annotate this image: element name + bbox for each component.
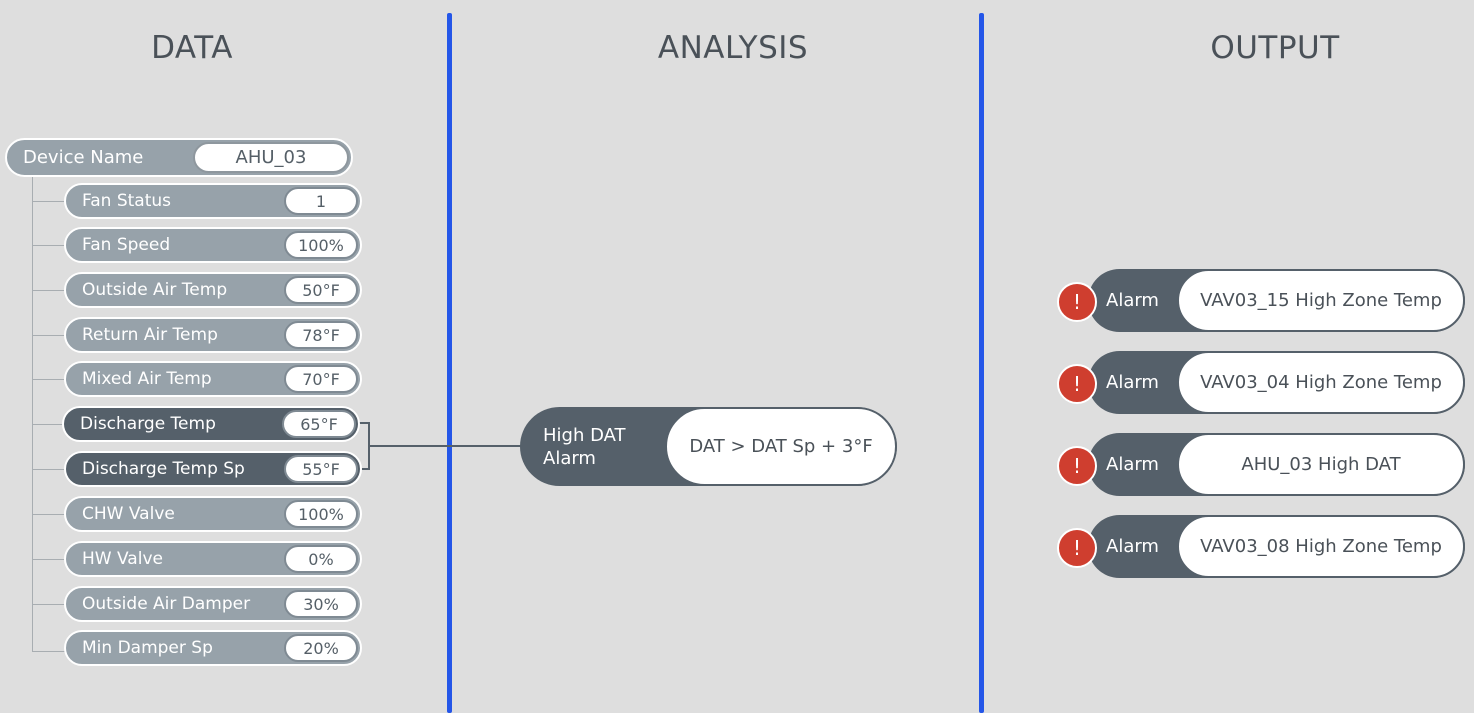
alarm-message: VAV03_08 High Zone Temp	[1177, 515, 1465, 578]
alarm-item[interactable]: Alarm VAV03_08 High Zone Temp	[1088, 515, 1465, 578]
point-hw-valve[interactable]: HW Valve 0%	[64, 541, 362, 577]
point-fan-speed[interactable]: Fan Speed 100%	[64, 227, 362, 263]
point-value: 55°F	[284, 455, 358, 483]
tree-branch-line	[32, 379, 65, 380]
data-to-analysis-connector	[357, 422, 523, 470]
point-value: 65°F	[282, 410, 356, 438]
point-value: 50°F	[284, 276, 358, 304]
analysis-rule-expression: DAT > DAT Sp + 3°F	[665, 407, 897, 486]
point-label: Outside Air Damper	[82, 594, 251, 614]
column-title-output: OUTPUT	[1210, 30, 1340, 66]
point-label: Min Damper Sp	[82, 638, 213, 658]
point-label: Discharge Temp	[80, 414, 216, 434]
point-value: 0%	[284, 545, 358, 573]
point-value: 1	[284, 187, 358, 215]
tree-trunk-line	[32, 176, 33, 652]
alarm-label: Alarm	[1106, 454, 1159, 475]
point-value: 70°F	[284, 365, 358, 393]
exclamation-icon: !	[1057, 528, 1097, 568]
exclamation-icon: !	[1057, 364, 1097, 404]
tree-branch-line	[32, 335, 65, 336]
tree-branch-line	[32, 604, 65, 605]
point-label: Fan Status	[82, 191, 171, 211]
point-chw-valve[interactable]: CHW Valve 100%	[64, 496, 362, 532]
point-return-air-temp[interactable]: Return Air Temp 78°F	[64, 317, 362, 353]
point-label: Mixed Air Temp	[82, 369, 212, 389]
tree-branch-line	[32, 290, 65, 291]
tree-branch-line	[32, 201, 65, 202]
device-name-label: Device Name	[23, 147, 144, 168]
alarm-item[interactable]: Alarm VAV03_04 High Zone Temp	[1088, 351, 1465, 414]
point-discharge-temp-sp[interactable]: Discharge Temp Sp 55°F	[64, 451, 362, 487]
point-value: 100%	[284, 500, 358, 528]
point-discharge-temp[interactable]: Discharge Temp 65°F	[62, 406, 360, 442]
tree-branch-line	[32, 651, 65, 652]
alarm-item[interactable]: Alarm VAV03_15 High Zone Temp	[1088, 269, 1465, 332]
alarm-message: VAV03_04 High Zone Temp	[1177, 351, 1465, 414]
column-title-data: DATA	[151, 30, 233, 66]
alarm-message: AHU_03 High DAT	[1177, 433, 1465, 496]
exclamation-icon: !	[1057, 446, 1097, 486]
tree-branch-line	[32, 469, 65, 470]
column-divider-right	[979, 13, 984, 713]
point-fan-status[interactable]: Fan Status 1	[64, 183, 362, 219]
point-value: 30%	[284, 590, 358, 618]
point-outside-air-damper[interactable]: Outside Air Damper 30%	[64, 586, 362, 622]
device-name-value: AHU_03	[193, 142, 349, 173]
point-value: 20%	[284, 634, 358, 662]
alarm-label: Alarm	[1106, 290, 1159, 311]
alarm-item[interactable]: Alarm AHU_03 High DAT	[1088, 433, 1465, 496]
device-name-pill[interactable]: Device Name AHU_03	[5, 138, 353, 177]
tree-branch-line	[32, 514, 65, 515]
point-label: Discharge Temp Sp	[82, 459, 245, 479]
point-mixed-air-temp[interactable]: Mixed Air Temp 70°F	[64, 361, 362, 397]
point-value: 100%	[284, 231, 358, 259]
point-label: HW Valve	[82, 549, 163, 569]
tree-branch-line	[32, 559, 65, 560]
point-min-damper-sp[interactable]: Min Damper Sp 20%	[64, 630, 362, 666]
alarm-message: VAV03_15 High Zone Temp	[1177, 269, 1465, 332]
point-value: 78°F	[284, 321, 358, 349]
analysis-rule-label: High DAT Alarm	[543, 425, 626, 469]
column-divider-left	[447, 13, 452, 713]
exclamation-icon: !	[1057, 282, 1097, 322]
point-label: CHW Valve	[82, 504, 175, 524]
alarm-label: Alarm	[1106, 536, 1159, 557]
tree-branch-line	[32, 245, 65, 246]
point-label: Return Air Temp	[82, 325, 218, 345]
tree-branch-line	[32, 424, 65, 425]
point-label: Outside Air Temp	[82, 280, 228, 300]
point-label: Fan Speed	[82, 235, 171, 255]
column-title-analysis: ANALYSIS	[657, 30, 809, 66]
point-outside-air-temp[interactable]: Outside Air Temp 50°F	[64, 272, 362, 308]
alarm-label: Alarm	[1106, 372, 1159, 393]
analysis-rule-pill[interactable]: High DAT Alarm DAT > DAT Sp + 3°F	[520, 407, 897, 486]
